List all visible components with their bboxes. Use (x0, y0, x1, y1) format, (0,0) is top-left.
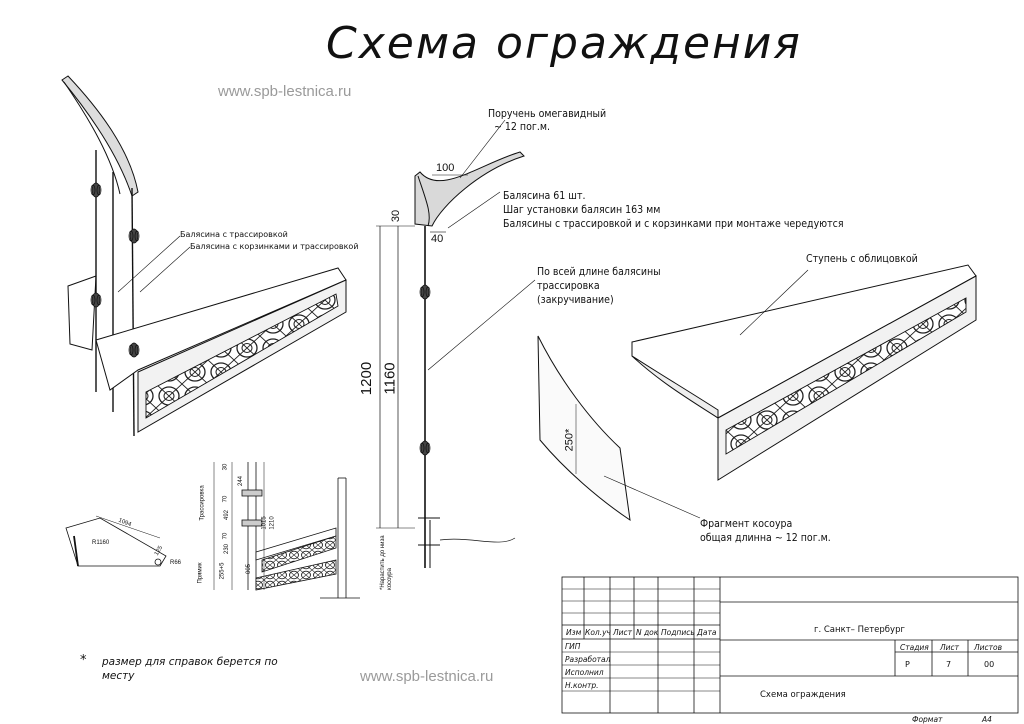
dim-40: 40 (431, 233, 444, 245)
tb-stage: Р (905, 660, 910, 669)
small-v70b: 70 (222, 532, 229, 540)
balusters-alternate: Балясины с трассировкой и с корзинками п… (503, 218, 844, 230)
tb-sheet-label: Лист (940, 643, 960, 652)
tb-role: Разработал (565, 655, 611, 664)
tb-sheets: 00 (984, 660, 995, 669)
page-title: Схема ограждения (326, 18, 802, 69)
step-label: Ступень с облицовкой (806, 253, 918, 265)
watermark-bottom: www.spb-lestnica.ru (360, 668, 494, 685)
center-baluster-section (376, 151, 525, 568)
arc-step-detail (65, 515, 167, 567)
tb-role: Н.контр. (565, 681, 599, 690)
right-step-group (537, 264, 977, 522)
tb-header: Изм (566, 628, 582, 637)
right-leaders (603, 269, 809, 519)
small-v255: 255+5 (219, 562, 226, 580)
tb-role: ГИП (565, 642, 581, 651)
center-knot (419, 440, 431, 456)
left-knot (128, 342, 140, 358)
dim-100: 100 (436, 162, 455, 174)
tb-format-label: Формат (912, 715, 943, 724)
handrail-profile (414, 151, 525, 227)
dim-1160: 1160 (381, 362, 399, 395)
left-railing-fragment (61, 75, 347, 437)
left-baluster-label-2: Балясина с корзинками и трассировкой (190, 242, 359, 251)
note-mark: * (80, 653, 87, 668)
left-knot (128, 228, 140, 244)
left-step (95, 267, 347, 391)
dim-250: 250* (563, 428, 576, 452)
small-stair-detail (213, 462, 360, 599)
small-v244: 244 (238, 475, 245, 487)
center-leaders (427, 119, 536, 371)
left-knot (90, 182, 102, 198)
stringer-label-1: Фрагмент косоура (700, 518, 793, 530)
twist-label-1: По всей длине балясины (537, 266, 661, 278)
tb-header: N док (636, 628, 659, 637)
stringer-label-2: общая длинна ~ 12 пог.м. (700, 532, 831, 544)
left-baluster-label-1: Балясина с трассировкой (180, 230, 288, 239)
side-note: *Нарастить до низа косоура (380, 535, 393, 590)
small-v1210: 1210 (269, 516, 276, 530)
left-stringer (67, 275, 97, 351)
small-v1015: 1015 (261, 516, 268, 530)
small-v70a: 70 (222, 495, 229, 503)
small-v005: 005 (246, 563, 253, 575)
left-handrail (61, 75, 139, 197)
tb-role: Исполнил (565, 668, 604, 677)
tb-header: Лист (613, 628, 633, 637)
twist-label-3: (закручивание) (537, 294, 614, 306)
watermark-top: www.spb-lestnica.ru (218, 83, 352, 100)
dim-30: 30 (390, 209, 403, 223)
small-r66: R66 (170, 560, 182, 566)
small-r1160: R1160 (92, 540, 110, 546)
twist-label-2: трассировка (537, 280, 600, 292)
balusters-pitch: Шаг установки балясин 163 мм (503, 204, 661, 216)
left-leaders (117, 235, 191, 293)
small-v30: 30 (222, 463, 229, 471)
tb-drawing-name: Схема ограждения (760, 690, 846, 700)
tb-header: Подпись (661, 628, 695, 637)
tb-header: Кол.уч (585, 628, 611, 637)
small-pryamik: Прямик (197, 562, 204, 584)
left-baluster (131, 187, 135, 437)
handrail-label: Поручень омегавидный (488, 108, 607, 120)
tb-city: г. Санкт– Петербург (814, 625, 905, 635)
center-knot (419, 284, 431, 300)
right-step-nosing (631, 342, 719, 419)
title-block (561, 576, 1019, 714)
small-trass: Трассировка (199, 485, 206, 521)
tb-sheet: 7 (946, 660, 952, 669)
tb-stage-label: Стадия (900, 643, 929, 652)
small-v492: 492 (224, 509, 231, 521)
stringer-fragment (537, 335, 631, 522)
handrail-length: ~ 12 пог.м. (494, 121, 550, 133)
tb-format: А4 (982, 715, 992, 724)
reference-note: размер для справок берется по месту (102, 656, 278, 682)
dim-1200: 1200 (358, 361, 376, 396)
balusters-count: Балясина 61 шт. (503, 190, 586, 202)
small-v230: 230 (224, 543, 231, 555)
left-knot (90, 292, 102, 308)
tb-header: Дата (697, 628, 717, 637)
tb-sheets-label: Листов (974, 643, 1003, 652)
